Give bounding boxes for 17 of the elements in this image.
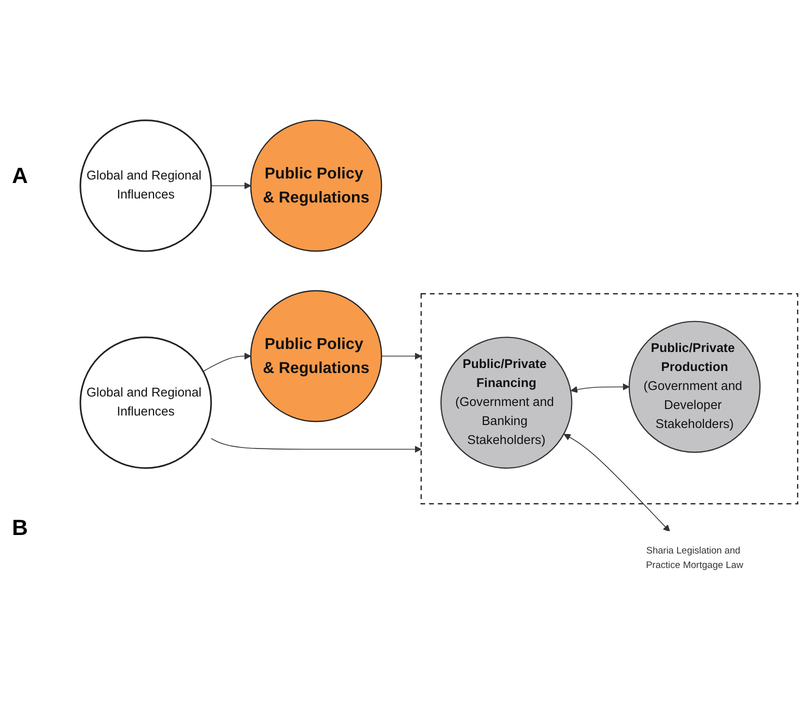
node-circle [250,290,382,422]
node-circle [80,119,212,252]
panel-letter: A [12,163,29,189]
cluster [420,293,798,504]
node-circle [628,320,761,453]
arrow [570,383,630,393]
arrow [202,352,252,372]
diagram: Global and Regional Influences Public Policy & Regulations Public/Private Financing (Government and Banking Stakeholders) Public/Private Production (Government and Developer Stakeholders) Public Policy & Regulations Sharia Legislation and Practice Mortgage Law Global and Regional Influences [74,114,804,590]
arrow [210,438,422,453]
panel-letter: B [12,515,29,541]
arrow [210,182,252,190]
arrow [564,434,670,532]
node-circle [80,336,212,469]
node-circle [250,120,382,252]
node-text: Sharia Legislation and Practice Mortgage Law [646,544,744,570]
node-circle [440,336,572,469]
arrow [381,352,422,360]
